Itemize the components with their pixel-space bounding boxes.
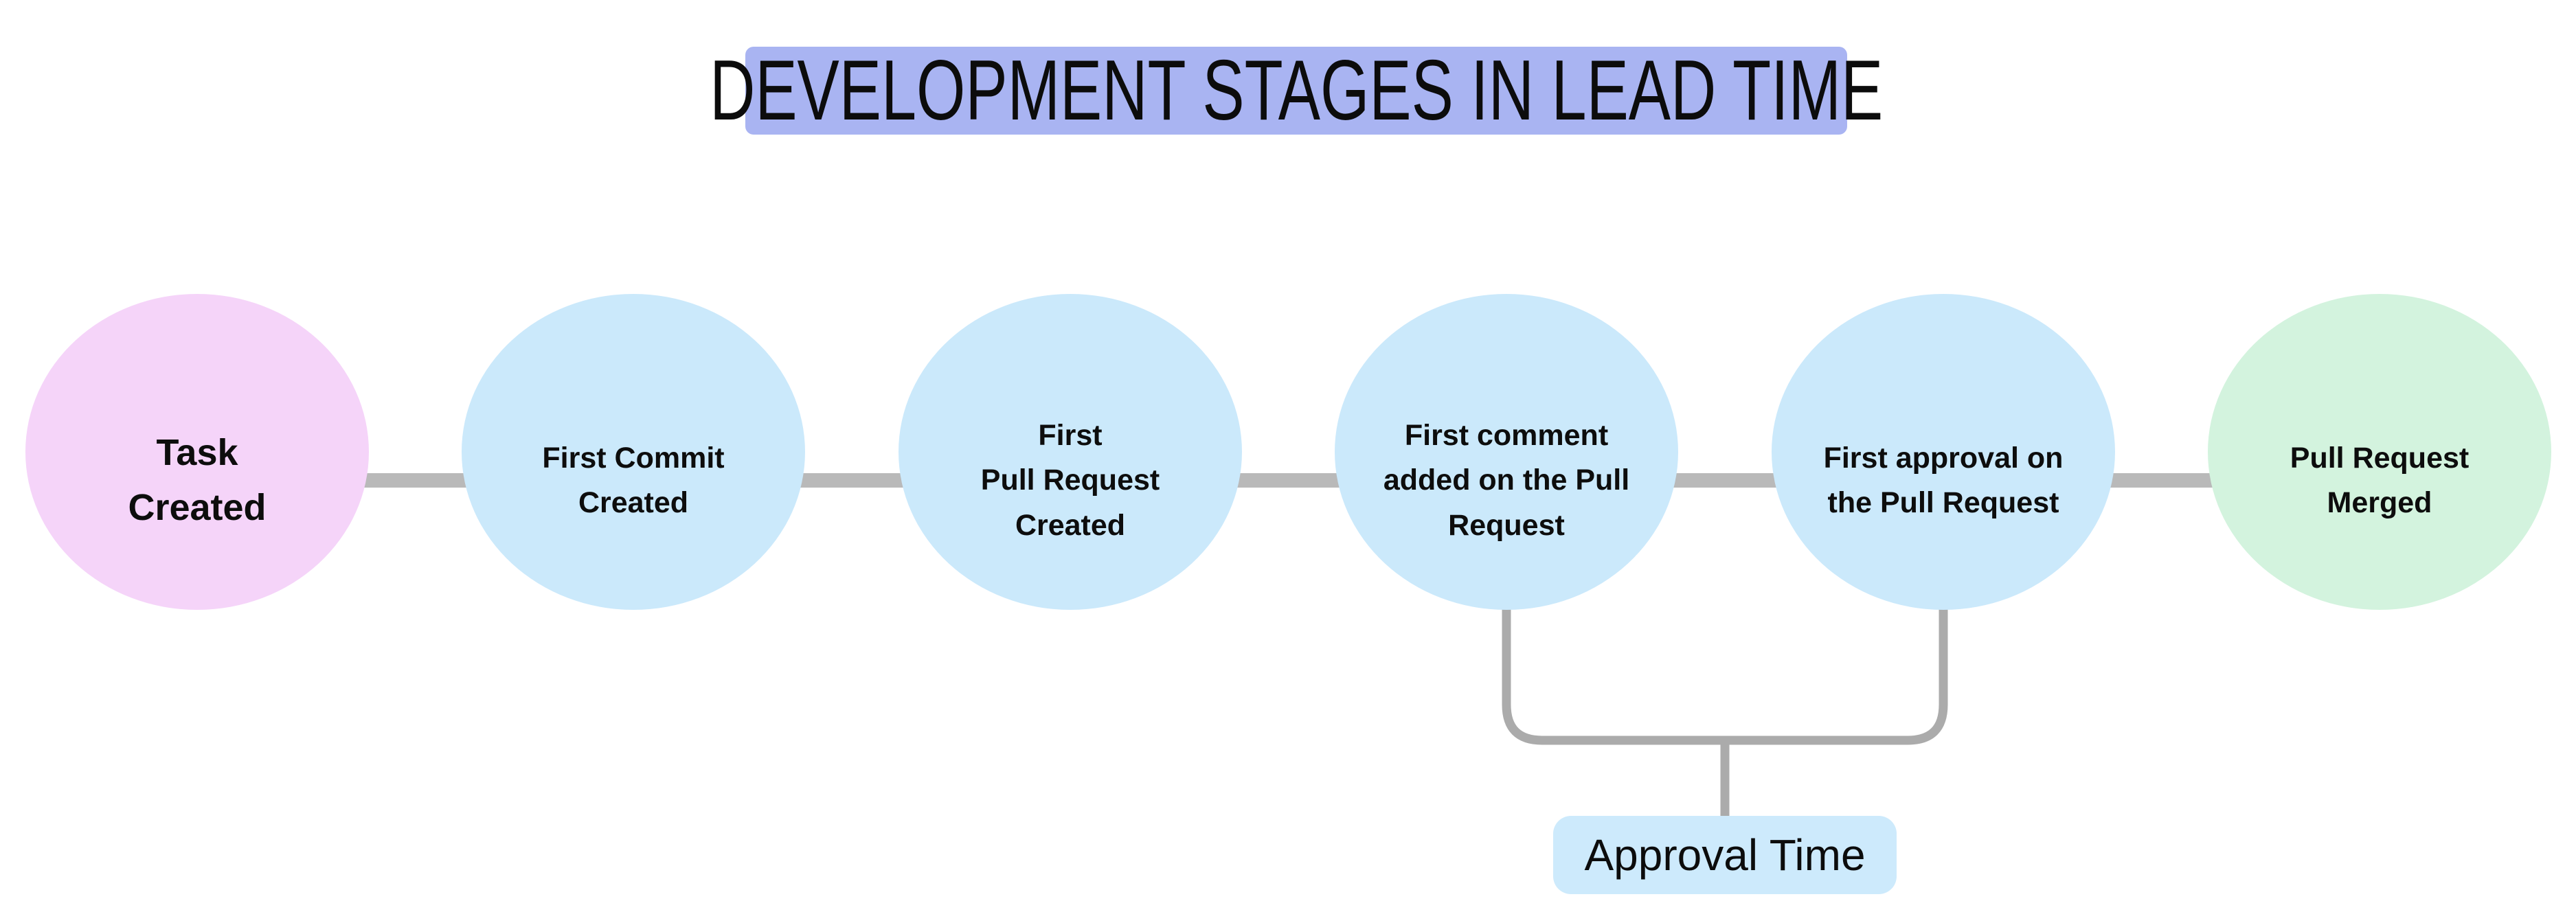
page-title: DEVELOPMENT STAGES IN LEAD TIME [709,43,1884,138]
stage-label: First Commit Created [542,441,725,519]
stage-label: First comment added on the Pull Request [1383,418,1630,542]
approval-time-text: Approval Time [1584,830,1866,880]
stage-label: Task Created [128,432,267,528]
stage-circle-first-commit-created: First Commit Created [462,294,805,610]
title-banner: DEVELOPMENT STAGES IN LEAD TIME [710,47,1883,135]
bracket-curve [1502,603,1948,745]
stage-circle-pull-request-merged: Pull Request Merged [2208,294,2551,610]
stage-label: First Pull Request Created [980,418,1160,542]
stage-circle-first-approval: First approval on the Pull Request [1772,294,2115,610]
stage-label: First approval on the Pull Request [1823,441,2064,519]
approval-time-label: Approval Time [1553,816,1897,894]
stage-circle-task-created: Task Created [25,294,369,610]
stage-circle-first-comment-added: First comment added on the Pull Request [1335,294,1678,610]
stage-circle-first-pull-request-created: First Pull Request Created [899,294,1242,610]
stage-label: Pull Request Merged [2290,441,2470,519]
